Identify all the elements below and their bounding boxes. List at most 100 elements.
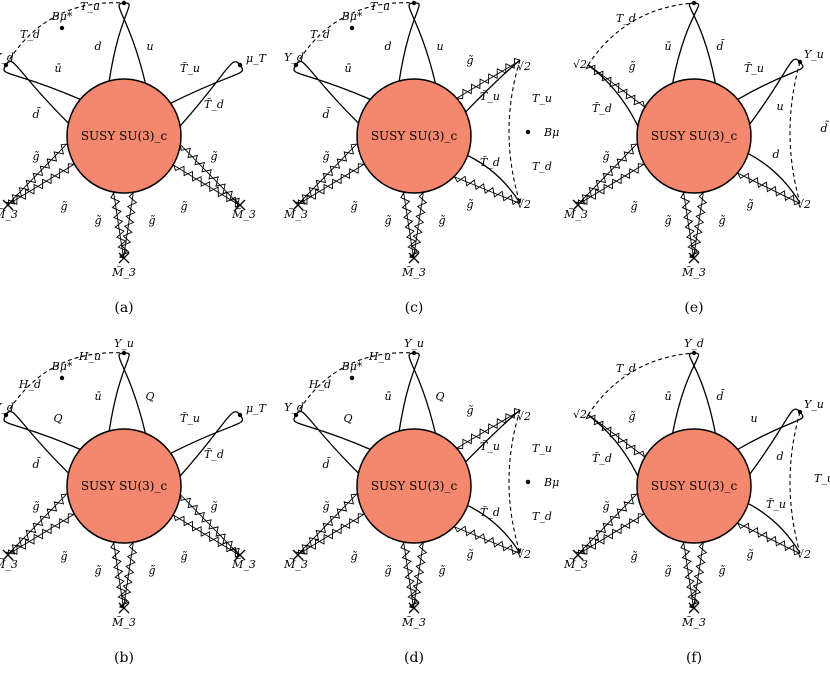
loop-top xyxy=(671,352,717,434)
dashed-higgs-line xyxy=(295,2,415,66)
label-loop-top-left: ū xyxy=(664,390,671,403)
b-mu-insertion xyxy=(349,25,355,31)
label-loop-left-upper: Q xyxy=(53,412,62,425)
vertex-left xyxy=(293,62,299,68)
label-loop-right-lower: T̃_u xyxy=(766,498,786,511)
label-dashed-2: T_u xyxy=(80,0,100,13)
susy-blob xyxy=(636,428,752,544)
gluino-left-a-fermion-line xyxy=(297,513,365,555)
gluino-right-b-fermion-line xyxy=(172,514,240,556)
panel-caption: (f) xyxy=(686,650,702,666)
label-gluino-bottom-a: g̃ xyxy=(94,564,101,577)
label-dashed-2: H_u xyxy=(78,350,101,363)
label-sqrt-top-left: √2 xyxy=(573,58,587,71)
gluino-bottom-b-fermion-line xyxy=(693,191,704,258)
vertex-left xyxy=(3,412,9,418)
gluino-left-mass-insertion xyxy=(572,549,584,561)
gluino-right-mass-insertion xyxy=(234,549,246,561)
gluino-bottom-a-fermion-line xyxy=(683,192,694,259)
vertex-right xyxy=(797,409,803,415)
gluino-left-a xyxy=(297,513,365,556)
dashed-top-line xyxy=(587,2,695,66)
fermion-lower-right xyxy=(747,503,801,554)
gluino-upper-right-fermion-line xyxy=(456,60,521,99)
label-gluino-right-a: g̃ xyxy=(210,500,217,513)
panel-caption: (e) xyxy=(684,300,703,316)
label-mass-left: M̃_3 xyxy=(283,208,308,221)
label-right-dashed-mid: Bμ xyxy=(543,126,559,139)
panel-a: SUSY SU(3)_cY_dY_uμ_TT_dBμ*T_uduūd̄T̃_uT… xyxy=(0,0,268,316)
label-gluino-left-a: g̃ xyxy=(322,500,329,513)
vertex-right xyxy=(797,59,803,65)
dashed-higgs-line xyxy=(295,352,415,416)
gluino-right-mass-insertion xyxy=(234,199,246,211)
gluino-bottom-b-fermion-line xyxy=(693,541,704,608)
loop-left xyxy=(293,60,371,124)
panel-caption: (c) xyxy=(405,300,424,316)
label-gluino-bottom-a: g̃ xyxy=(664,564,671,577)
gluino-left-b xyxy=(294,143,358,206)
label-mass-bottom: M̃_3 xyxy=(681,616,706,629)
label-sqrt-lower: √2 xyxy=(797,548,811,561)
label-loop-left-lower: d̄ xyxy=(32,458,41,471)
panel-caption: (b) xyxy=(114,650,134,666)
vertex-left xyxy=(3,62,9,68)
gluino-left-b-fermion-line xyxy=(577,143,638,205)
loop-top xyxy=(108,2,147,84)
fermion-upper-right xyxy=(465,409,521,463)
gluino-upper-right xyxy=(456,58,521,100)
label-loop-left-upper: Q xyxy=(343,412,352,425)
label-loop-right-upper: T̃_u xyxy=(180,62,200,75)
gluino-bottom-a-fermion-line xyxy=(403,192,414,259)
vertex-left xyxy=(293,412,299,418)
panel-f: SUSY SU(3)_c√2Y_dY_uT_dT_uūd̄g̃T̃_dudT̃_… xyxy=(563,337,830,666)
label-gluino-bottom-a: g̃ xyxy=(94,214,101,227)
label-dashed-1: T_d xyxy=(20,28,40,41)
label-gluino-bottom-a: g̃ xyxy=(384,564,391,577)
fermion-lower-right xyxy=(747,153,801,204)
gluino-bottom-a-fermion-line xyxy=(403,542,414,609)
loop-top xyxy=(398,352,437,434)
panel-caption: (a) xyxy=(114,300,133,316)
gluino-left-a-fermion-line xyxy=(577,163,645,205)
panel-b: SUSY SU(3)_cY_dY_uμ_TH_dBμ*H_uūQQd̄T̃_uT… xyxy=(0,337,268,666)
label-loop-right-lower: d xyxy=(772,148,779,161)
label-mass-left: M̃_3 xyxy=(563,558,588,571)
gluino-left-b-fermion-line xyxy=(297,493,358,555)
label-gluino-left-b: g̃ xyxy=(630,550,637,563)
gluino-bottom-a-fermion-line xyxy=(683,542,694,609)
label-loop-left-upper: ū xyxy=(54,62,61,75)
label-right-vertex: μ_T xyxy=(246,402,268,415)
label-gluino-right-b: g̃ xyxy=(180,200,187,213)
label-mass-right: M̃_3 xyxy=(231,208,256,221)
gluino-bottom-mass-insertion xyxy=(408,602,420,614)
gluino-bottom-b-fermion-line xyxy=(123,191,134,258)
label-mass-left: M̃_3 xyxy=(283,558,308,571)
gluino-bottom-b-fermion-line xyxy=(413,541,424,608)
dashed-right-line xyxy=(508,409,521,554)
label-right-dashed-2: T_d xyxy=(532,160,552,173)
vertex-right xyxy=(237,412,243,418)
gluino-bottom-b-fermion-line xyxy=(413,191,424,258)
gluino-bottom-a-fermion-line xyxy=(113,192,124,259)
label-sqrt-upper: √2 xyxy=(517,410,531,423)
gluino-left-b xyxy=(574,143,638,206)
gluino-right-b xyxy=(172,164,241,208)
label-gluino-left-b: g̃ xyxy=(350,550,357,563)
label-gluino-bottom-a: g̃ xyxy=(664,214,671,227)
label-sqrt-lower: √2 xyxy=(797,198,811,211)
label-gluino-lower-right: g̃ xyxy=(746,198,753,211)
gluino-left-mass-insertion xyxy=(2,199,14,211)
label-dashed-top: T_d xyxy=(616,362,636,375)
label-loop-right-mid: d xyxy=(776,450,783,463)
label-sqrt-upper: √2 xyxy=(517,60,531,73)
gluino-left-mass-insertion xyxy=(292,199,304,211)
label-right-vertex: Y_u xyxy=(804,48,824,61)
loop-left xyxy=(3,410,81,474)
vertex-top xyxy=(691,350,697,356)
core-label: SUSY SU(3)_c xyxy=(371,129,458,143)
gluino-lower-right xyxy=(737,522,801,556)
gluino-right-a-fermion-line xyxy=(179,493,240,556)
label-loop-top-left: d xyxy=(94,40,101,53)
label-dashed-2: T_u xyxy=(370,0,390,13)
